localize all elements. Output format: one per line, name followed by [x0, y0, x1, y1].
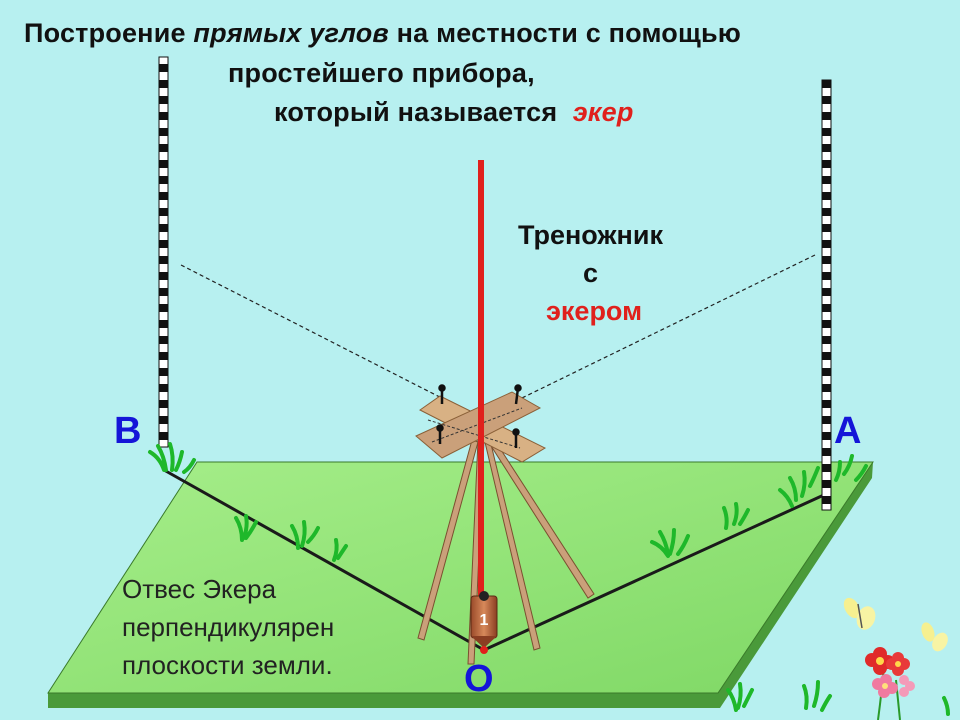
- note-line-3: плоскости земли.: [122, 650, 333, 680]
- point-label-b: В: [114, 410, 142, 452]
- title-line-1-prefix: Построение: [24, 18, 194, 48]
- note-line-1: Отвес Экера: [122, 574, 277, 604]
- tripod-label-line-1: Треножник: [518, 220, 663, 250]
- note-line-2: перпендикулярен: [122, 612, 335, 642]
- title-line-3: который называется экер: [274, 97, 634, 128]
- title-line-1-italic: прямых углов: [193, 18, 389, 48]
- plumb-bob: 1: [470, 591, 498, 648]
- title-line-1-suffix: на местности с помощью: [388, 18, 742, 48]
- ground-lines: [163, 468, 827, 652]
- survey-pole-b: [158, 56, 169, 448]
- butterfly-decoration: [843, 597, 948, 652]
- tripod-label-line-3: экером: [546, 296, 643, 326]
- plumb-number: 1: [480, 612, 489, 629]
- title-line-2: простейшего прибора,: [228, 58, 535, 88]
- title-line-1: Построение прямых углов на местности с п…: [24, 18, 741, 49]
- tripod-legs: [417, 435, 595, 665]
- eker-pins: [436, 384, 522, 448]
- point-o-dot: [480, 646, 488, 654]
- title-term-eker: экер: [572, 97, 634, 127]
- grass-decoration: [148, 442, 950, 716]
- flower-decoration: [865, 647, 915, 720]
- title-line-3-prefix: который называется: [274, 97, 573, 127]
- tripod-label-line-2: с: [583, 258, 599, 288]
- survey-pole-a: [821, 79, 832, 511]
- plumb-line: [478, 160, 484, 600]
- point-label-o: О: [464, 658, 494, 700]
- point-label-a: А: [834, 410, 862, 452]
